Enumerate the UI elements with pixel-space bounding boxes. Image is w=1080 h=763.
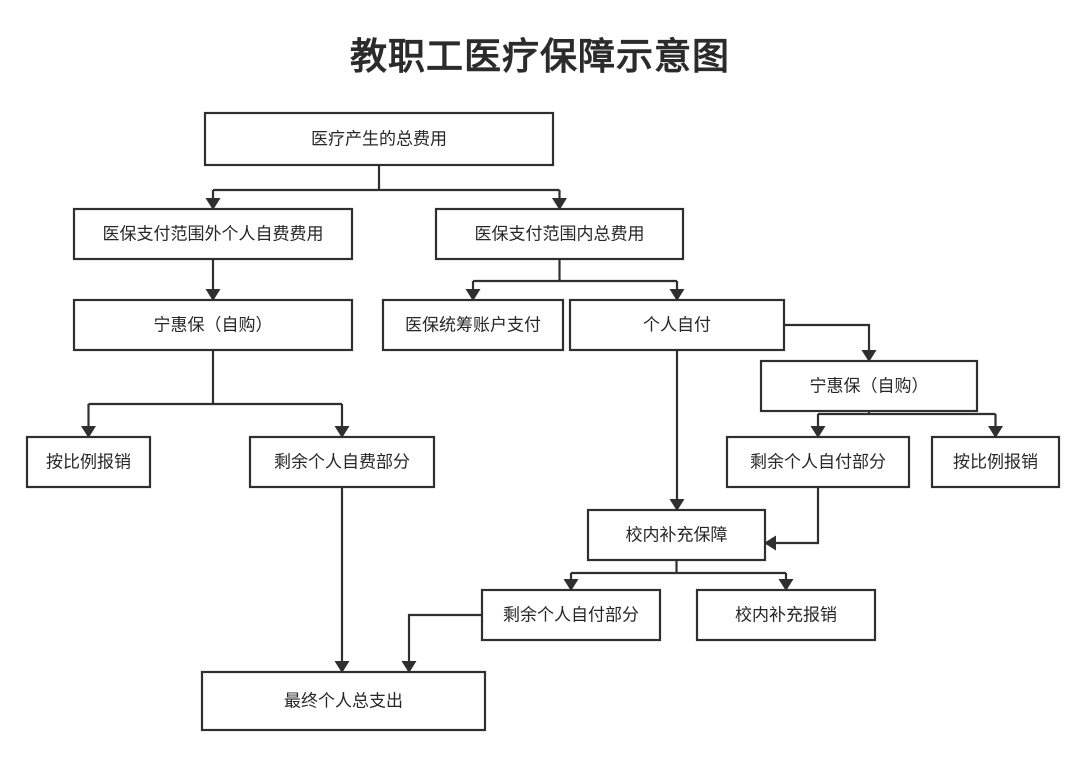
node-box-final_total xyxy=(200,670,487,732)
arrowhead-down xyxy=(401,661,417,673)
node-label-total_cost: 医疗产生的总费用 xyxy=(311,129,447,148)
flow-node-campus_reimbursement[interactable]: 校内补充报销 xyxy=(695,588,877,642)
node-label-personal_payment: 个人自付 xyxy=(643,315,711,334)
arrowhead-down xyxy=(465,289,481,301)
arrowhead-down xyxy=(563,579,579,591)
node-label-remaining_selfpay: 剩余个人自费部分 xyxy=(274,452,410,471)
node-label-in_scope_total: 医保支付范围内总费用 xyxy=(475,224,645,243)
edge-remaining-personal-1-to-campus xyxy=(766,487,820,545)
node-box-personal_payment xyxy=(568,298,786,352)
arrowhead-down xyxy=(988,426,1003,438)
node-label-out_of_scope: 医保支付范围外个人自费费用 xyxy=(103,224,324,243)
edge-layer xyxy=(81,165,1003,673)
node-box-proportional_left xyxy=(25,435,152,489)
node-box-ninghuibao_left xyxy=(72,298,354,352)
flow-node-proportional_right[interactable]: 按比例报销 xyxy=(930,435,1061,489)
node-label-pooled_account: 医保统筹账户支付 xyxy=(405,315,541,334)
arrowhead-left xyxy=(764,535,776,551)
flow-node-remaining_selfpay[interactable]: 剩余个人自费部分 xyxy=(248,435,436,489)
edge-personal-to-ninghuibao-right xyxy=(784,323,871,360)
arrowhead-down xyxy=(81,426,96,438)
node-box-pooled_account xyxy=(381,298,565,352)
node-box-out_of_scope xyxy=(72,207,354,261)
node-box-remaining_personal_1 xyxy=(725,435,911,489)
flow-node-personal_payment[interactable]: 个人自付 xyxy=(568,298,786,352)
flow-node-out_of_scope[interactable]: 医保支付范围外个人自费费用 xyxy=(72,207,354,261)
arrowhead-down xyxy=(205,289,221,301)
flow-node-total_cost[interactable]: 医疗产生的总费用 xyxy=(203,111,555,167)
node-label-remaining_personal_2: 剩余个人自付部分 xyxy=(503,605,639,624)
arrowhead-down xyxy=(334,661,350,673)
node-box-ninghuibao_right xyxy=(759,359,979,413)
flow-node-ninghuibao_right[interactable]: 宁惠保（自购） xyxy=(759,359,979,413)
flow-node-remaining_personal_2[interactable]: 剩余个人自付部分 xyxy=(480,588,662,642)
arrowhead-down xyxy=(669,289,685,301)
flow-node-proportional_left[interactable]: 按比例报销 xyxy=(25,435,152,489)
node-label-ninghuibao_left: 宁惠保（自购） xyxy=(154,315,273,334)
node-box-campus_supplement xyxy=(586,508,767,562)
arrowhead-down xyxy=(778,579,794,591)
arrowhead-down xyxy=(205,198,221,210)
node-box-remaining_personal_2 xyxy=(480,588,662,642)
node-box-proportional_right xyxy=(930,435,1061,489)
node-box-total_cost xyxy=(203,111,555,167)
node-label-campus_reimbursement: 校内补充报销 xyxy=(735,605,837,624)
node-box-in_scope_total xyxy=(434,207,685,261)
node-label-ninghuibao_right: 宁惠保（自购） xyxy=(810,376,929,395)
page-title: 教职工医疗保障示意图 xyxy=(350,36,730,77)
edge-remaining-personal-2-to-final xyxy=(407,613,482,671)
flow-node-ninghuibao_left[interactable]: 宁惠保（自购） xyxy=(72,298,354,352)
arrowhead-down xyxy=(669,499,685,511)
arrowhead-down xyxy=(334,426,350,438)
flow-node-final_total[interactable]: 最终个人总支出 xyxy=(200,670,487,732)
flow-node-pooled_account[interactable]: 医保统筹账户支付 xyxy=(381,298,565,352)
node-label-campus_supplement: 校内补充保障 xyxy=(626,525,728,544)
node-label-proportional_left: 按比例报销 xyxy=(46,452,131,471)
node-label-remaining_personal_1: 剩余个人自付部分 xyxy=(750,452,886,471)
arrowhead-down xyxy=(810,426,826,438)
node-box-campus_reimbursement xyxy=(695,588,877,642)
arrowhead-down xyxy=(861,350,877,362)
node-label-final_total: 最终个人总支出 xyxy=(284,691,403,710)
arrowhead-down xyxy=(552,198,567,210)
node-label-proportional_right: 按比例报销 xyxy=(953,452,1038,471)
flow-node-campus_supplement[interactable]: 校内补充保障 xyxy=(586,508,767,562)
flow-node-in_scope_total[interactable]: 医保支付范围内总费用 xyxy=(434,207,685,261)
flow-node-remaining_personal_1[interactable]: 剩余个人自付部分 xyxy=(725,435,911,489)
node-box-remaining_selfpay xyxy=(248,435,436,489)
